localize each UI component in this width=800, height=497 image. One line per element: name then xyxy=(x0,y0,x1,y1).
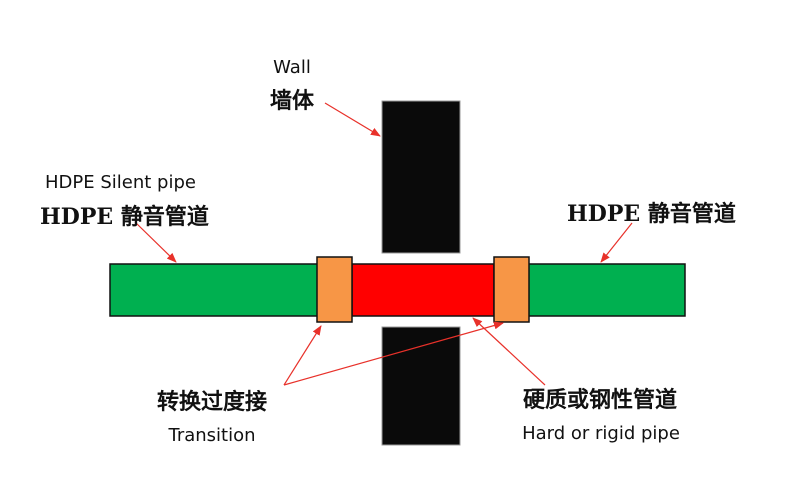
transition-coupling-right xyxy=(493,256,530,323)
leader-arrow-rigid-pipe xyxy=(472,317,546,386)
wall-label-zh: 墙体 xyxy=(270,88,315,114)
hdpe-left-label-en: HDPE Silent pipe xyxy=(45,172,196,193)
hdpe-pipe-right xyxy=(525,263,686,317)
hdpe-left-label-zh: HDPE 静音管道 xyxy=(40,204,209,230)
wall-lower xyxy=(381,326,461,446)
transition-label-zh: 转换过度接 xyxy=(157,389,267,415)
wall-upper xyxy=(381,100,461,254)
leader-arrow-hdpe-left xyxy=(134,221,177,263)
leader-arrow-transition-left xyxy=(283,325,322,386)
hdpe-right-label-zh: HDPE 静音管道 xyxy=(567,201,736,227)
transition-coupling-left xyxy=(316,256,353,323)
leader-arrow-hdpe-right xyxy=(600,222,633,263)
transition-label-en: Transition xyxy=(167,425,255,446)
rigid-pipe-label-en: Hard or rigid pipe xyxy=(522,423,680,444)
wall-label-en: Wall xyxy=(273,57,311,78)
hdpe-pipe-left xyxy=(109,263,321,317)
leader-arrow-transition-right xyxy=(283,321,504,386)
rigid-pipe xyxy=(351,263,495,317)
leader-arrow-wall xyxy=(324,102,381,137)
rigid-pipe-label-zh: 硬质或钢性管道 xyxy=(523,387,677,413)
